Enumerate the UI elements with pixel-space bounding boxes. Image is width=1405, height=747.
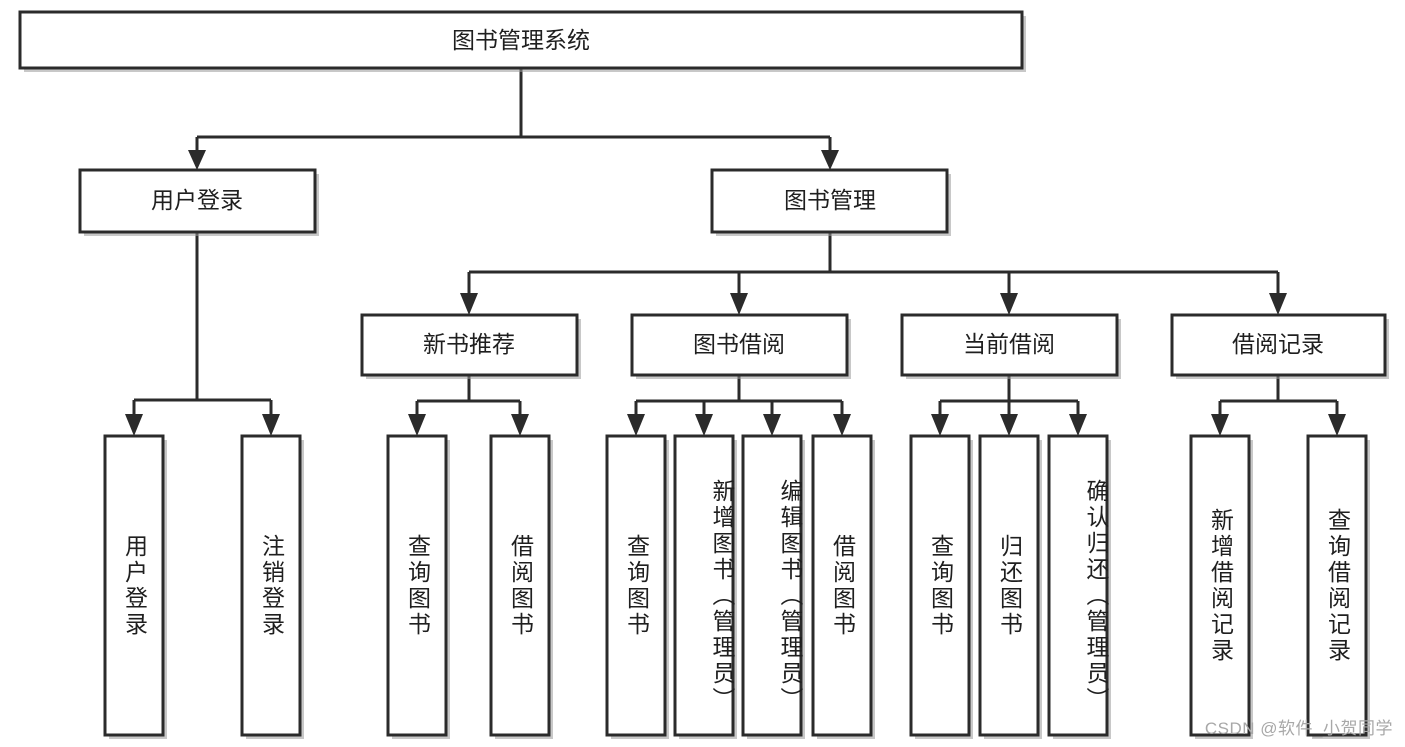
connector-group-new-book: [408, 375, 529, 436]
csdn-watermark: CSDN @软件_小贺同学: [1204, 719, 1393, 738]
leaf-box-confirm-return-admin[interactable]: [1047, 434, 1111, 739]
leaf-box-return-book[interactable]: [978, 434, 1042, 739]
arrowhead-cb-leaf1: [931, 414, 949, 436]
leaf-box-query-borrow-record[interactable]: [1306, 434, 1370, 739]
connector-group-book-manage: [460, 232, 1287, 315]
leaf-box-user-login[interactable]: [103, 434, 167, 739]
arrowhead-bb-leaf2: [695, 414, 713, 436]
arrowhead-book-manage: [821, 150, 839, 170]
node-borrow-record[interactable]: 借阅记录: [1170, 313, 1389, 379]
arrowhead-br-leaf2: [1328, 414, 1346, 436]
connector-group-borrow-record: [1211, 375, 1346, 436]
leaf-box-query-book-1[interactable]: [386, 434, 450, 739]
arrowhead-nb-leaf2: [511, 414, 529, 436]
arrowhead-leaf-logout: [262, 414, 280, 436]
leaf-box-query-book-2[interactable]: [605, 434, 669, 739]
node-user-login[interactable]: 用户登录: [78, 168, 319, 236]
leaf-box-query-book-3[interactable]: [909, 434, 973, 739]
arrowhead-bb-leaf4: [833, 414, 851, 436]
arrowhead-current-borrow: [1000, 293, 1018, 315]
node-user-login-label: 用户登录: [151, 187, 243, 213]
connector-group-user-login: [125, 232, 280, 436]
node-title[interactable]: 图书管理系统: [18, 10, 1026, 72]
arrowhead-borrow-record: [1269, 293, 1287, 315]
connector-group-root: [188, 68, 839, 170]
node-new-book-recommend[interactable]: 新书推荐: [360, 313, 581, 379]
node-book-manage-label: 图书管理: [784, 187, 876, 213]
arrowhead-cb-leaf2: [1000, 414, 1018, 436]
connector-group-current-borrow: [931, 375, 1087, 436]
node-current-borrow-label: 当前借阅: [963, 331, 1055, 357]
arrowhead-cb-leaf3: [1069, 414, 1087, 436]
arrowhead-new-book: [460, 293, 478, 315]
arrowhead-book-borrow: [730, 293, 748, 315]
connector-group-book-borrow: [627, 375, 851, 436]
arrowhead-user-login: [188, 150, 206, 170]
node-book-manage[interactable]: 图书管理: [710, 168, 951, 236]
leaf-box-logout-login[interactable]: [240, 434, 304, 739]
arrowhead-bb-leaf1: [627, 414, 645, 436]
node-title-label: 图书管理系统: [452, 27, 590, 53]
leaf-box-add-book-admin[interactable]: [673, 434, 737, 739]
node-borrow-record-label: 借阅记录: [1232, 331, 1324, 357]
arrowhead-nb-leaf1: [408, 414, 426, 436]
leaf-box-edit-book-admin[interactable]: [741, 434, 805, 739]
node-current-borrow[interactable]: 当前借阅: [900, 313, 1121, 379]
node-new-book-recommend-label: 新书推荐: [423, 331, 515, 357]
arrowhead-bb-leaf3: [763, 414, 781, 436]
arrowhead-br-leaf1: [1211, 414, 1229, 436]
node-book-borrow-label: 图书借阅: [693, 331, 785, 357]
node-book-borrow[interactable]: 图书借阅: [630, 313, 851, 379]
leaf-box-borrow-book-2[interactable]: [811, 434, 875, 739]
arrowhead-leaf-user-login: [125, 414, 143, 436]
leaf-box-borrow-book-1[interactable]: [489, 434, 553, 739]
leaf-box-add-borrow-record[interactable]: [1189, 434, 1253, 739]
